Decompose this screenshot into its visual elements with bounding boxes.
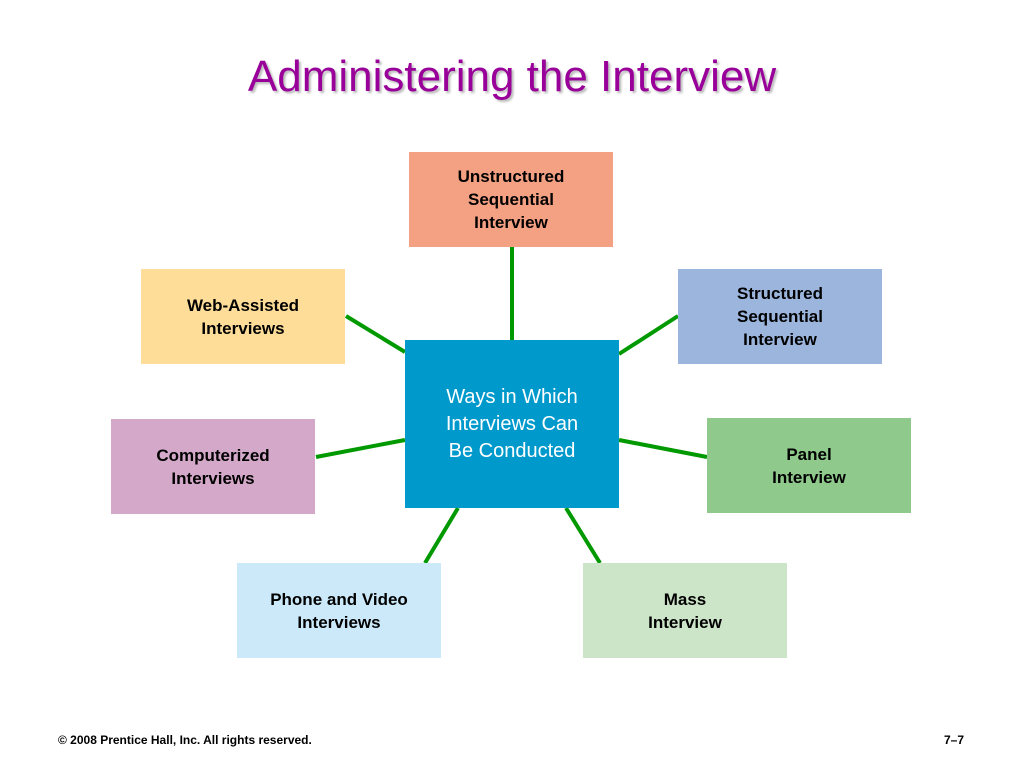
node-panel-interview: Panel Interview	[707, 418, 911, 513]
node-phone-and-video-interviews: Phone and Video Interviews	[237, 563, 441, 658]
node-unstructured-sequential-interview: Unstructured Sequential Interview	[409, 152, 613, 247]
connector-computerized	[315, 438, 406, 459]
connector-panel	[618, 438, 708, 459]
node-web-assisted-interviews: Web-Assisted Interviews	[141, 269, 345, 364]
node-mass-interview: Mass Interview	[583, 563, 787, 658]
connector-structured	[617, 314, 680, 356]
connector-mass	[564, 506, 602, 565]
node-computerized-interviews: Computerized Interviews	[111, 419, 315, 514]
connector-phone-video	[423, 506, 460, 565]
slide-title: Administering the Interview	[247, 52, 777, 101]
node-structured-sequential-interview: Structured Sequential Interview	[678, 269, 882, 364]
page-number: 7–7	[943, 733, 964, 747]
connector-web-assisted	[344, 314, 407, 354]
center-node: Ways in Which Interviews Can Be Conducte…	[405, 340, 619, 508]
copyright-notice: © 2008 Prentice Hall, Inc. All rights re…	[58, 733, 312, 747]
